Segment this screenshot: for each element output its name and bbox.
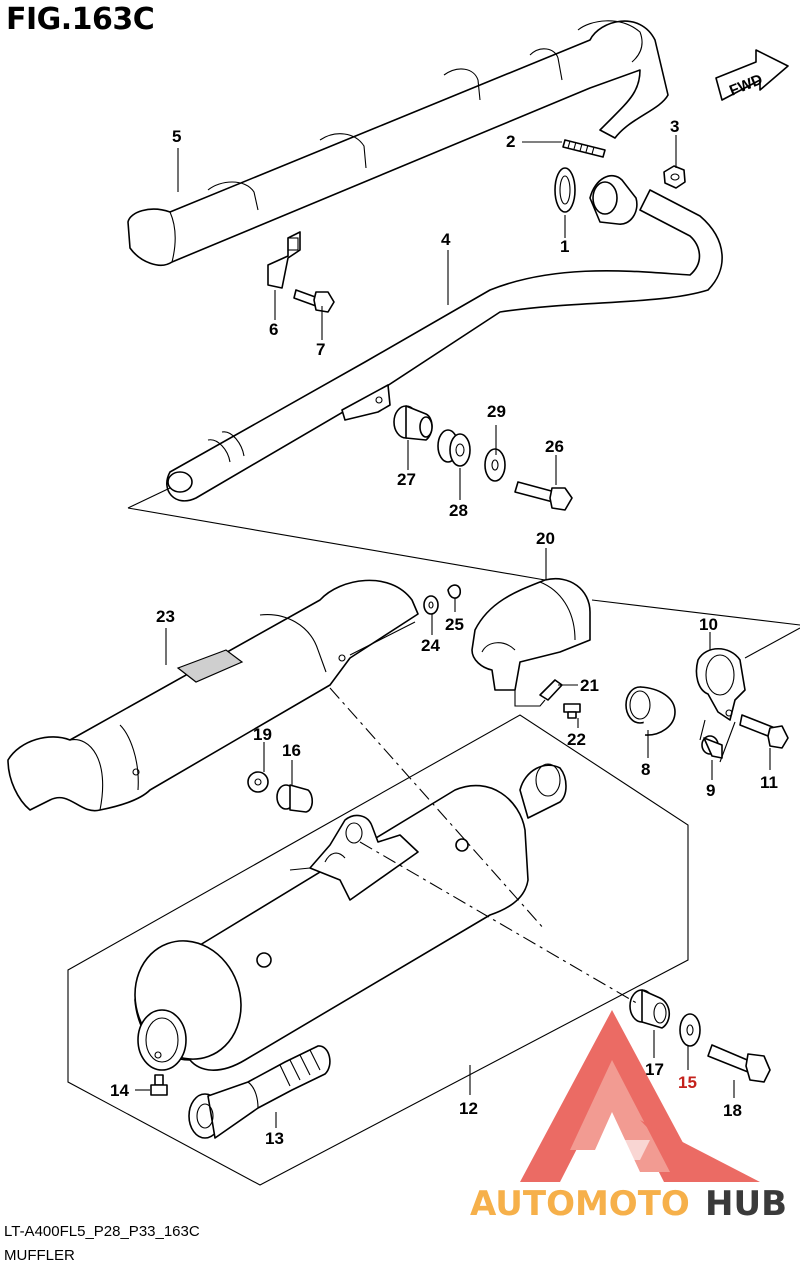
callout-20: 20 (536, 529, 555, 548)
clamp-shield (471, 577, 591, 691)
leader-lines (135, 135, 771, 1128)
callout-25: 25 (445, 615, 464, 634)
clamp-bushing (625, 686, 676, 736)
callout-28: 28 (449, 501, 468, 520)
spacer (437, 429, 471, 467)
collar (701, 735, 723, 759)
muffler-assembly-boundary (67, 714, 689, 1186)
mount-bushing (276, 784, 314, 813)
callout-2: 2 (506, 132, 515, 151)
drawing-code: LT-A400FL5_P28_P33_163C (4, 1223, 200, 1240)
rear-washer (679, 1013, 701, 1047)
callout-21: 21 (580, 676, 599, 695)
callout-26: 26 (545, 437, 564, 456)
svg-text:HUB: HUB (705, 1184, 787, 1224)
callout-13: 13 (265, 1129, 284, 1148)
section-divider-line (127, 487, 171, 509)
forward-direction-arrow-icon: FWD (715, 49, 789, 101)
muffler-body (134, 763, 567, 1071)
svg-text:AUTOMOTO: AUTOMOTO (470, 1184, 690, 1224)
flange-nut (663, 165, 686, 189)
callout-7: 7 (316, 340, 325, 359)
callout-5: 5 (172, 127, 181, 146)
heat-shield-rear (7, 579, 419, 812)
callout-15: 15 (678, 1073, 697, 1092)
exhaust-pipe (166, 189, 723, 502)
clamp-bolt (739, 714, 789, 749)
callout-22: 22 (567, 730, 586, 749)
automotohub-watermark-text: AUTOMOTO HUB (470, 1184, 787, 1224)
rear-mount-bushing (629, 989, 671, 1029)
stud-bolt (562, 139, 606, 158)
clip-nut (447, 584, 462, 599)
callout-16: 16 (282, 741, 301, 760)
callout-18: 18 (723, 1101, 742, 1120)
callout-11: 11 (760, 773, 778, 792)
rear-mount-bolt (707, 1044, 771, 1083)
callout-3: 3 (670, 117, 679, 136)
callout-labels: 1 2 3 4 5 6 7 8 9 10 11 12 13 14 15 16 1… (110, 117, 778, 1148)
callout-29: 29 (487, 402, 506, 421)
callout-19: 19 (253, 725, 272, 744)
mounting-bolt (514, 481, 573, 511)
automotohub-watermark-logo (520, 1010, 760, 1182)
callout-6: 6 (269, 320, 278, 339)
callout-14: 14 (110, 1081, 129, 1100)
pipe-clamp (695, 647, 746, 721)
small-bolt (563, 703, 581, 719)
callout-8: 8 (641, 760, 650, 779)
drain-screw (150, 1074, 168, 1096)
mount-grommet (247, 771, 269, 793)
heat-shield-upper (127, 20, 669, 266)
callout-27: 27 (397, 470, 416, 489)
spark-arrester (188, 1045, 331, 1139)
figure-name: MUFFLER (4, 1247, 75, 1264)
spring-clip (539, 679, 563, 701)
callout-10: 10 (699, 615, 718, 634)
rubber-bushing (393, 405, 433, 441)
callout-1: 1 (560, 237, 569, 256)
callout-17: 17 (645, 1060, 664, 1079)
bracket-plate (267, 231, 301, 289)
washer (484, 448, 506, 482)
callout-23: 23 (156, 607, 175, 626)
hex-bolt (293, 289, 335, 313)
grommet (423, 595, 439, 615)
callout-24: 24 (421, 636, 440, 655)
callout-4: 4 (441, 230, 451, 249)
callout-12: 12 (459, 1099, 478, 1118)
gasket-ring (554, 167, 576, 213)
figure-title: FIG.163C (6, 2, 155, 37)
callout-9: 9 (706, 781, 715, 800)
